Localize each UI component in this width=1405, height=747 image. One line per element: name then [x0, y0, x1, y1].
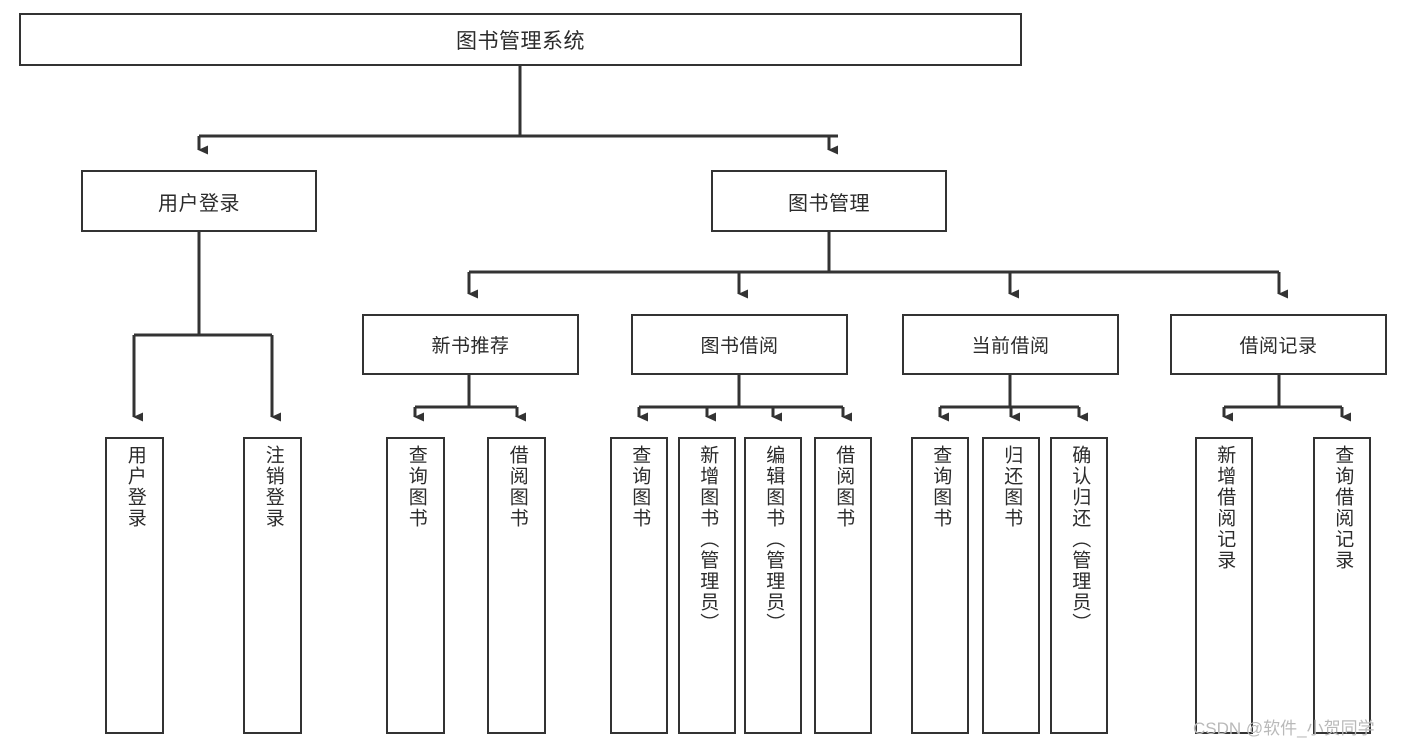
node-leaf-query-borrow-record[interactable]: 查询借阅记录: [1313, 437, 1371, 734]
node-book-management-label: 图书管理: [788, 192, 870, 215]
node-new-book-recommend-label: 新书推荐: [431, 336, 510, 357]
node-leaf-user-login[interactable]: 用户登录: [105, 437, 164, 734]
node-leaf-add-borrow-record-label: 新增借阅记录: [1214, 445, 1236, 571]
node-book-borrow-label: 图书借阅: [700, 336, 779, 357]
node-leaf-borrow-book-1[interactable]: 借阅图书: [487, 437, 546, 734]
node-leaf-confirm-return-admin-label: 确认归还（管理员）: [1069, 445, 1091, 634]
node-leaf-query-book-1[interactable]: 查询图书: [386, 437, 445, 734]
node-leaf-borrow-book-2-label: 借阅图书: [833, 445, 855, 529]
node-leaf-query-book-3[interactable]: 查询图书: [911, 437, 969, 734]
node-leaf-add-borrow-record[interactable]: 新增借阅记录: [1195, 437, 1253, 734]
node-leaf-query-borrow-record-label: 查询借阅记录: [1332, 445, 1354, 571]
node-leaf-logout-login[interactable]: 注销登录: [243, 437, 302, 734]
node-leaf-edit-book-admin-label: 编辑图书（管理员）: [763, 445, 785, 634]
node-leaf-edit-book-admin[interactable]: 编辑图书（管理员）: [744, 437, 802, 734]
node-root-label: 图书管理系统: [456, 29, 585, 53]
node-leaf-query-book-1-label: 查询图书: [405, 445, 427, 529]
node-leaf-query-book-2-label: 查询图书: [629, 445, 651, 529]
node-leaf-query-book-2[interactable]: 查询图书: [610, 437, 668, 734]
node-leaf-return-book[interactable]: 归还图书: [982, 437, 1040, 734]
node-leaf-borrow-book-1-label: 借阅图书: [506, 445, 528, 529]
node-leaf-query-book-3-label: 查询图书: [930, 445, 952, 529]
node-current-borrow-label: 当前借阅: [971, 336, 1050, 357]
node-book-borrow[interactable]: 图书借阅: [631, 314, 848, 375]
node-user-login-label: 用户登录: [158, 192, 240, 215]
node-leaf-borrow-book-2[interactable]: 借阅图书: [814, 437, 872, 734]
node-leaf-user-login-label: 用户登录: [124, 445, 146, 529]
node-borrow-record[interactable]: 借阅记录: [1170, 314, 1387, 375]
node-book-management[interactable]: 图书管理: [711, 170, 947, 232]
node-borrow-record-label: 借阅记录: [1239, 336, 1318, 357]
node-leaf-logout-login-label: 注销登录: [262, 445, 284, 529]
node-leaf-add-book-admin[interactable]: 新增图书（管理员）: [678, 437, 736, 734]
node-leaf-confirm-return-admin[interactable]: 确认归还（管理员）: [1050, 437, 1108, 734]
node-new-book-recommend[interactable]: 新书推荐: [362, 314, 579, 375]
node-leaf-add-book-admin-label: 新增图书（管理员）: [697, 445, 719, 634]
node-leaf-return-book-label: 归还图书: [1001, 445, 1023, 529]
node-current-borrow[interactable]: 当前借阅: [902, 314, 1119, 375]
node-user-login[interactable]: 用户登录: [81, 170, 317, 232]
node-root[interactable]: 图书管理系统: [19, 13, 1022, 66]
